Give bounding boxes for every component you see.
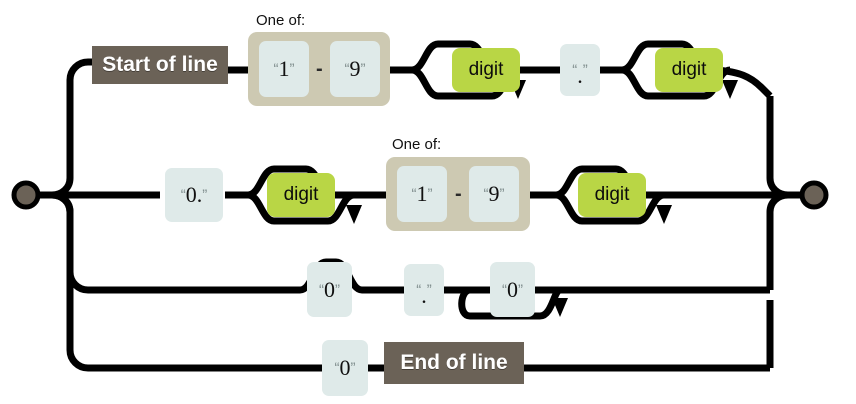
one-of-label-row2: One of: bbox=[392, 136, 442, 153]
digit-label: digit bbox=[671, 59, 707, 80]
start-endpoint bbox=[11, 180, 41, 210]
nonterminal-digit-row2-b[interactable]: digit bbox=[578, 173, 646, 217]
literal-nine-text-row2: 9 bbox=[488, 181, 500, 206]
quote-close-icon: ” bbox=[518, 280, 523, 298]
quote-close-icon: ” bbox=[350, 359, 356, 377]
literal-dot-text-row3: . bbox=[421, 283, 427, 308]
literal-zero-dot-text: 0. bbox=[185, 182, 203, 207]
quote-close-icon: ” bbox=[426, 281, 432, 299]
quote-open-icon: “ bbox=[319, 280, 324, 298]
start-of-line-label: Start of line bbox=[102, 53, 218, 76]
quote-close-icon: ” bbox=[360, 60, 366, 78]
one-of-label-row1: One of: bbox=[256, 12, 306, 29]
literal-zero-dot-row2[interactable]: “0.” bbox=[165, 168, 223, 222]
nonterminal-digit-row1-b[interactable]: digit bbox=[655, 48, 723, 92]
range-dash-row2: - bbox=[455, 183, 462, 205]
literal-dot-row1[interactable]: “.” bbox=[560, 44, 600, 96]
literal-zero-text-row3-b: 0 bbox=[507, 276, 518, 302]
quote-close-icon: ” bbox=[499, 185, 505, 203]
quote-close-icon: ” bbox=[202, 186, 208, 204]
quote-open-icon: “ bbox=[416, 281, 422, 299]
range-dash-row1: - bbox=[316, 58, 323, 80]
quote-open-icon: “ bbox=[334, 359, 340, 377]
literal-one-text-row2: 1 bbox=[416, 181, 428, 206]
quote-close-icon: ” bbox=[427, 185, 433, 203]
end-endpoint bbox=[799, 180, 829, 210]
quote-close-icon: ” bbox=[335, 280, 340, 298]
literal-nine-row2[interactable]: “9” bbox=[469, 166, 519, 222]
end-of-line-label: End of line bbox=[400, 351, 508, 374]
literal-one-text-row1: 1 bbox=[278, 56, 290, 81]
nonterminal-digit-row2-a[interactable]: digit bbox=[267, 173, 335, 217]
end-of-line-anchor[interactable]: End of line bbox=[384, 342, 524, 384]
literal-nine-row1[interactable]: “9” bbox=[330, 41, 380, 97]
digit-label: digit bbox=[283, 184, 319, 205]
literal-zero-row4[interactable]: “0” bbox=[322, 340, 368, 396]
quote-open-icon: “ bbox=[483, 185, 489, 203]
digit-label: digit bbox=[594, 184, 630, 205]
arrowhead-r2-loop1 bbox=[346, 205, 362, 224]
start-of-line-anchor[interactable]: Start of line bbox=[92, 46, 228, 84]
literal-zero-text-row4: 0 bbox=[339, 355, 351, 380]
literal-dot-text-row1: . bbox=[577, 63, 583, 88]
rail-r2-loop2-bot bbox=[555, 191, 665, 225]
arrowhead-r1-loop2 bbox=[722, 80, 738, 99]
quote-open-icon: “ bbox=[180, 186, 186, 204]
quote-close-icon: ” bbox=[582, 61, 588, 79]
arrowhead-r2-loop2 bbox=[656, 205, 672, 224]
literal-dot-row3[interactable]: “.” bbox=[404, 264, 444, 316]
literal-zero-row3-a[interactable]: “0” bbox=[307, 262, 352, 317]
quote-close-icon: ” bbox=[289, 60, 295, 78]
rail-r2-loop1-bot bbox=[247, 191, 355, 225]
nonterminal-digit-row1-a[interactable]: digit bbox=[452, 48, 520, 92]
quote-open-icon: “ bbox=[411, 185, 417, 203]
literal-one-row1[interactable]: “1” bbox=[259, 41, 309, 97]
arrowhead-r3-loop bbox=[552, 298, 568, 317]
literal-nine-text-row1: 9 bbox=[349, 56, 361, 81]
quote-open-icon: “ bbox=[273, 60, 279, 78]
literal-zero-text-row3-a: 0 bbox=[324, 276, 335, 302]
literal-one-row2[interactable]: “1” bbox=[397, 166, 447, 222]
quote-open-icon: “ bbox=[344, 60, 350, 78]
literal-zero-row3-b[interactable]: “0” bbox=[490, 262, 535, 317]
digit-label: digit bbox=[468, 59, 504, 80]
quote-open-icon: “ bbox=[572, 61, 578, 79]
quote-open-icon: “ bbox=[502, 280, 507, 298]
